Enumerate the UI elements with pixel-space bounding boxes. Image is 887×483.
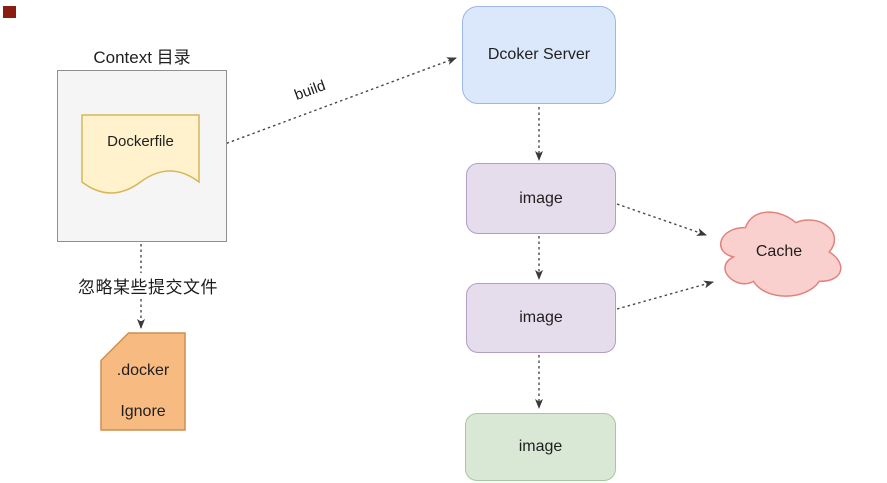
build-edge [205, 57, 457, 152]
image-node-1-label: image [519, 189, 563, 207]
image-node-1: image [466, 163, 616, 234]
red-dot-marker [3, 6, 16, 18]
cache-cloud-node [720, 211, 842, 297]
docker-server-node: Dcoker Server [462, 6, 616, 104]
image-node-2-label: image [519, 309, 563, 326]
image-node-2: image [466, 283, 616, 353]
cloud-shape [720, 211, 842, 297]
image1-to-cache-edge [616, 203, 707, 236]
image-node-final: image [465, 413, 616, 481]
image-node-final-label: image [518, 438, 563, 455]
docker-server-label: Dcoker Server [487, 46, 591, 63]
document-shape [81, 114, 200, 194]
dockerignore-node [100, 332, 186, 431]
note-shape [100, 332, 186, 431]
image2-to-cache-edge [616, 280, 714, 310]
dockerfile-node [81, 114, 200, 194]
